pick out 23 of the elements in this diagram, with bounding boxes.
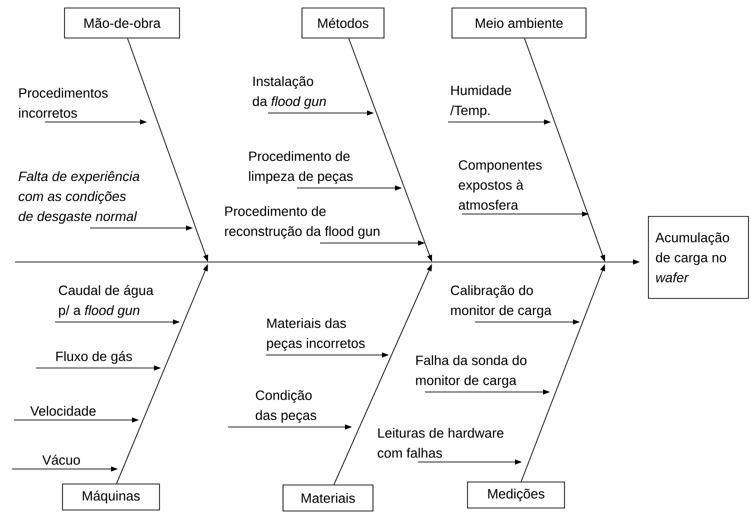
category-box: Máquinas — [62, 484, 160, 510]
cause-label: Componentes expostos à atmosfera — [458, 160, 542, 210]
cause-label: Falha da sonda do monitor de carga — [416, 355, 526, 388]
cause-label: Falta de experiência com as condições de desgaste normal — [18, 171, 140, 224]
category-box: Medições — [467, 482, 565, 508]
category-box: Materiais — [282, 484, 374, 512]
cause-label: Procedimento de reconstrução da flood gun — [225, 206, 380, 239]
cause-label: Procedimento de limpeza de peças — [249, 151, 353, 184]
cause-label: Caudal de água p/ a flood gun — [58, 285, 154, 318]
effect-box: Acumulação de carga no wafer — [648, 216, 749, 299]
cause-label: Vácuo — [42, 454, 80, 465]
cause-label: Condição das peças — [256, 390, 316, 423]
cause-label: Procedimentos incorretos — [19, 88, 108, 118]
category-box: Mão-de-obra — [64, 8, 180, 38]
cause-label: Instalação da flood gun — [252, 76, 326, 109]
cause-label: Materiais das peças incorretos — [267, 318, 365, 351]
category-box: Meio ambiente — [452, 8, 586, 38]
cause-label: Velocidade — [30, 406, 96, 416]
cause-label: Humidade /Temp. — [450, 85, 512, 118]
category-box: Métodos — [302, 8, 384, 38]
cause-label: Fluxo de gás — [56, 351, 132, 364]
cause-label: Calibração do monitor de carga — [450, 285, 552, 318]
cause-label: Leituras de hardware com falhas — [378, 428, 504, 458]
